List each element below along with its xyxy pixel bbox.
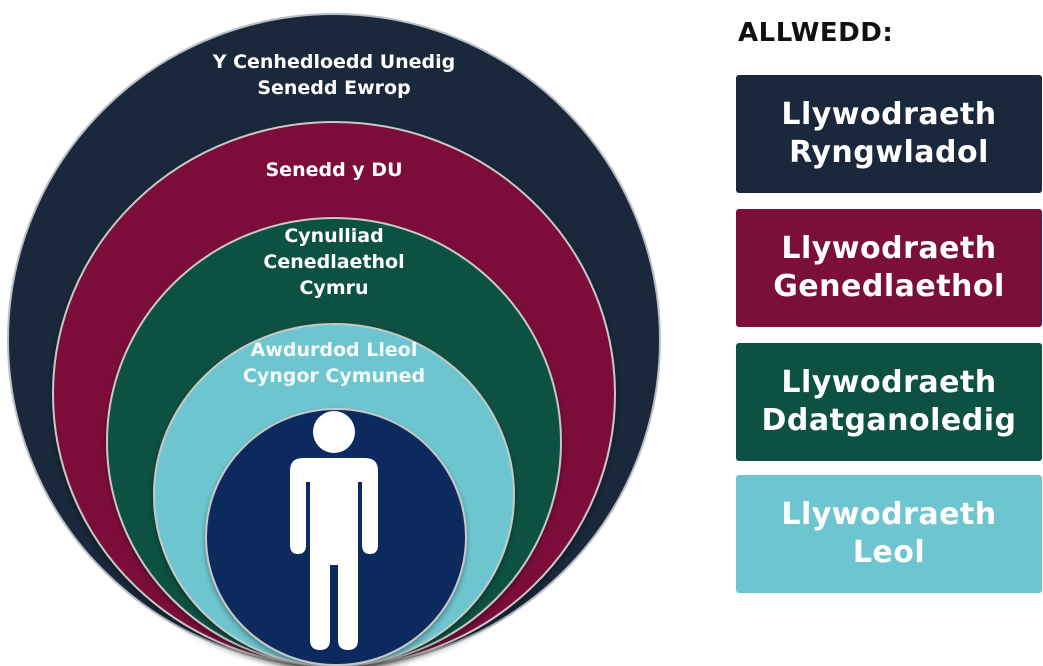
key-item-national: Llywodraeth Genedlaethol	[736, 209, 1042, 327]
ring-local-label-2: Cyngor Cymuned	[243, 365, 425, 387]
ring-international-label-2: Senedd Ewrop	[257, 77, 410, 99]
ring-devolved-label-3: Cymru	[299, 277, 368, 299]
ring-local-label-1: Awdurdod Lleol	[251, 339, 418, 361]
key-item-local-line-2: Leol	[852, 535, 926, 570]
ring-devolved-label-1: Cynulliad	[284, 225, 383, 247]
ring-international-label-1: Y Cenhedloedd Unedig	[212, 51, 456, 73]
key-item-national-line-1: Llywodraeth	[781, 231, 997, 266]
key-item-international-line-2: Ryngwladol	[789, 135, 989, 170]
key-item-local-line-1: Llywodraeth	[781, 497, 997, 532]
key-item-devolved-line-1: Llywodraeth	[781, 365, 997, 400]
ring-national-label: Senedd y DU	[266, 159, 403, 181]
key-title: ALLWEDD:	[738, 18, 894, 48]
person-icon	[290, 411, 378, 650]
ring-devolved-label-2: Cenedlaethol	[263, 251, 404, 273]
key-item-local: Llywodraeth Leol	[736, 475, 1042, 593]
government-levels-diagram: Y Cenhedloedd Unedig Senedd Ewrop Senedd…	[7, 13, 661, 666]
key-item-devolved: Llywodraeth Ddatganoledig	[736, 343, 1042, 461]
key-item-devolved-line-2: Ddatganoledig	[761, 403, 1017, 438]
key-item-national-line-2: Genedlaethol	[773, 269, 1005, 304]
key-item-international-line-1: Llywodraeth	[781, 97, 997, 132]
key-item-international: Llywodraeth Ryngwladol	[736, 75, 1042, 193]
